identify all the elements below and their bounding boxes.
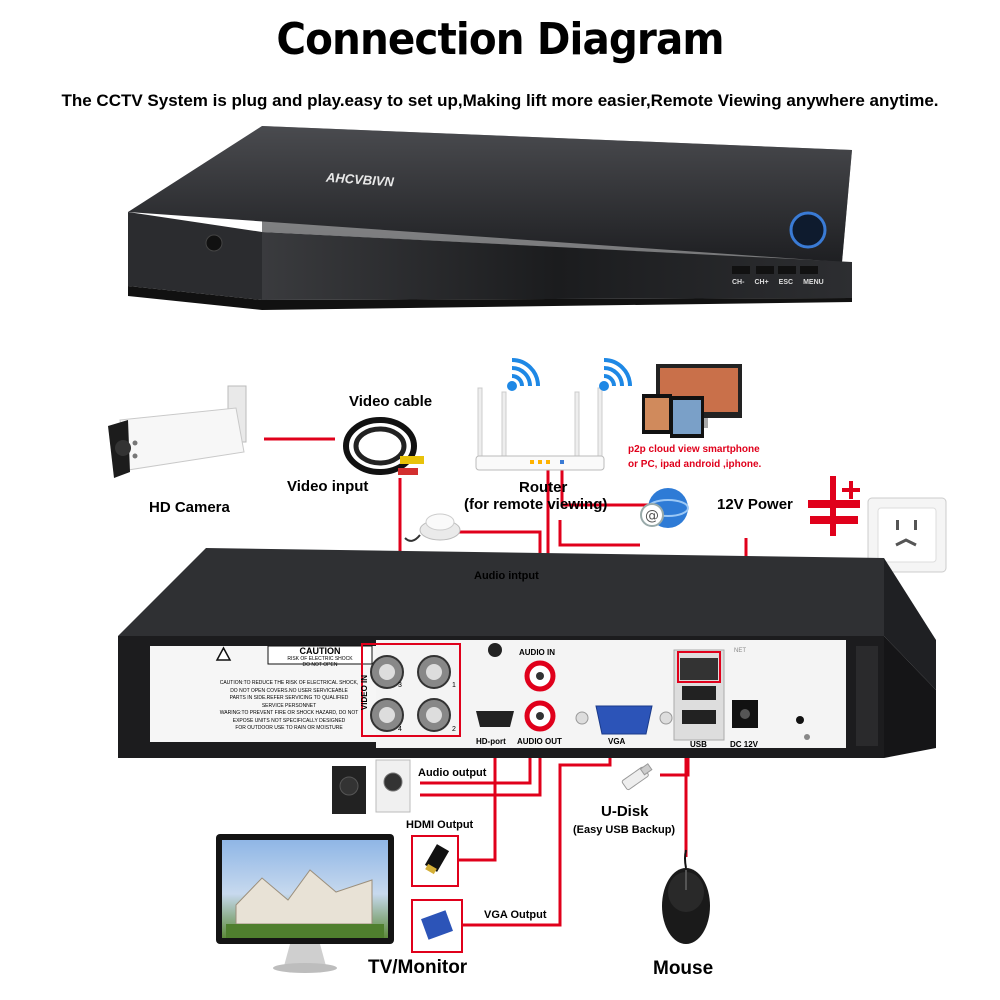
mouse-label: Mouse xyxy=(653,958,714,979)
video-cable-image xyxy=(343,417,424,475)
power-label: 12V Power xyxy=(717,496,793,513)
hd-camera-label: HD Camera xyxy=(149,499,230,516)
bnc-number-1: 1 xyxy=(452,682,456,689)
caution-text: CAUTION:TO REDUCE THE RISK OF ELECTRICAL… xyxy=(206,680,372,733)
caution-sub-line-1: RISK OF ELECTRIC SHOCK xyxy=(287,656,353,662)
power-symbol-icon xyxy=(808,476,860,536)
p2p-line-2: or PC, ipad android ,iphone. xyxy=(628,459,762,470)
dvr-button-esc: ESC xyxy=(778,279,794,286)
dvr-button-ch-plus: CH+ xyxy=(754,279,769,286)
audio-in-port-label: AUDIO IN xyxy=(519,648,555,657)
usb-net-ports xyxy=(673,649,725,741)
dvr-front-device xyxy=(128,126,852,310)
caution-line: CAUTION:TO REDUCE THE RISK OF ELECTRICAL… xyxy=(219,680,359,686)
caution-label xyxy=(215,645,373,665)
net-port-label: NET xyxy=(734,648,746,654)
tv-monitor-label: TV/Monitor xyxy=(368,957,468,978)
caution-line: FOR OUTDOOR USE TO RAIN OR MOISTURE xyxy=(235,725,343,731)
hd-camera-image xyxy=(108,385,247,478)
caution-line: SERVICE PERSONNET xyxy=(261,702,317,709)
page-title: Connection Diagram xyxy=(276,14,724,65)
usb-port-label: USB xyxy=(690,740,707,749)
caution-title: CAUTION xyxy=(299,646,341,656)
dc-port-label: DC 12V xyxy=(730,740,759,749)
dvr-back-device xyxy=(118,548,936,758)
bnc-number-2: 2 xyxy=(452,726,456,733)
vga-port-label: VGA xyxy=(608,737,626,746)
p2p-line-1: p2p cloud view smartphone xyxy=(628,444,760,455)
udisk-image xyxy=(621,763,653,791)
dc-power-port xyxy=(732,700,758,728)
caution-subtitle: RISK OF ELECTRIC SHOCK DO NOT OPEN xyxy=(268,656,372,668)
router-image xyxy=(475,387,605,471)
video-cable-label: Video cable xyxy=(349,393,433,410)
wire-router-internet xyxy=(560,468,650,507)
power-outlet-image xyxy=(867,497,947,573)
caution-line: WARING:TO PREVENT FIRE OR SHOCK HAZARD, … xyxy=(219,710,359,716)
microphone-image xyxy=(404,513,461,542)
hd-port-label: HD-port xyxy=(476,737,506,746)
udisk-note-label: (Easy USB Backup) xyxy=(573,824,676,836)
udisk-label: U-Disk xyxy=(601,803,649,820)
bnc-number-3: 3 xyxy=(398,682,402,689)
wire-router-internet-2 xyxy=(558,520,640,547)
router-note-label: (for remote viewing) xyxy=(464,496,608,513)
dvr-button-ch-minus: CH- xyxy=(732,279,745,286)
bnc-number-4: 4 xyxy=(398,726,402,733)
hdmi-cable-image xyxy=(411,835,459,887)
router-label: Router xyxy=(519,479,568,496)
page-subtitle: The CCTV System is plug and play.easy to… xyxy=(61,91,939,110)
audio-output-label: Audio output xyxy=(418,767,487,779)
mouse-image xyxy=(662,849,710,944)
wire-hdmi-output xyxy=(458,735,497,862)
internet-globe-icon: @ xyxy=(640,488,689,528)
speakers-image xyxy=(332,759,411,814)
video-in-ports xyxy=(361,643,461,737)
caution-line: PARTS IN SIDE.REFER SERVICING TO QUALIFI… xyxy=(229,695,349,701)
remote-devices-image xyxy=(642,364,742,438)
dvr-button-menu: MENU xyxy=(803,279,824,286)
caution-line: EXPOSE UNITS NOT SPECIFICALLY DESIGNED xyxy=(232,717,346,724)
wifi-icon xyxy=(599,358,632,391)
hdmi-port xyxy=(476,711,514,727)
audio-out-port-label: AUDIO OUT xyxy=(517,737,562,746)
svg-text:@: @ xyxy=(645,508,659,524)
vga-output-label: VGA Output xyxy=(484,909,547,921)
caution-line: DO NOT OPEN COVERS.NO USER SERVICEABLE xyxy=(230,687,348,694)
audio-input-label: Audio intput xyxy=(474,570,539,582)
vga-port xyxy=(575,705,673,735)
caution-sub-line-2: DO NOT OPEN xyxy=(302,662,338,668)
vga-cable-image xyxy=(411,899,463,953)
dvr-front-buttons: CH- CH+ ESC MENU xyxy=(732,279,842,286)
wifi-icon xyxy=(507,358,540,391)
tv-monitor-image xyxy=(216,834,394,973)
video-in-label: VIDEO IN xyxy=(360,674,370,711)
video-input-label: Video input xyxy=(287,478,369,495)
hdmi-output-label: HDMI Output xyxy=(406,819,474,831)
audio-ports xyxy=(524,660,556,732)
